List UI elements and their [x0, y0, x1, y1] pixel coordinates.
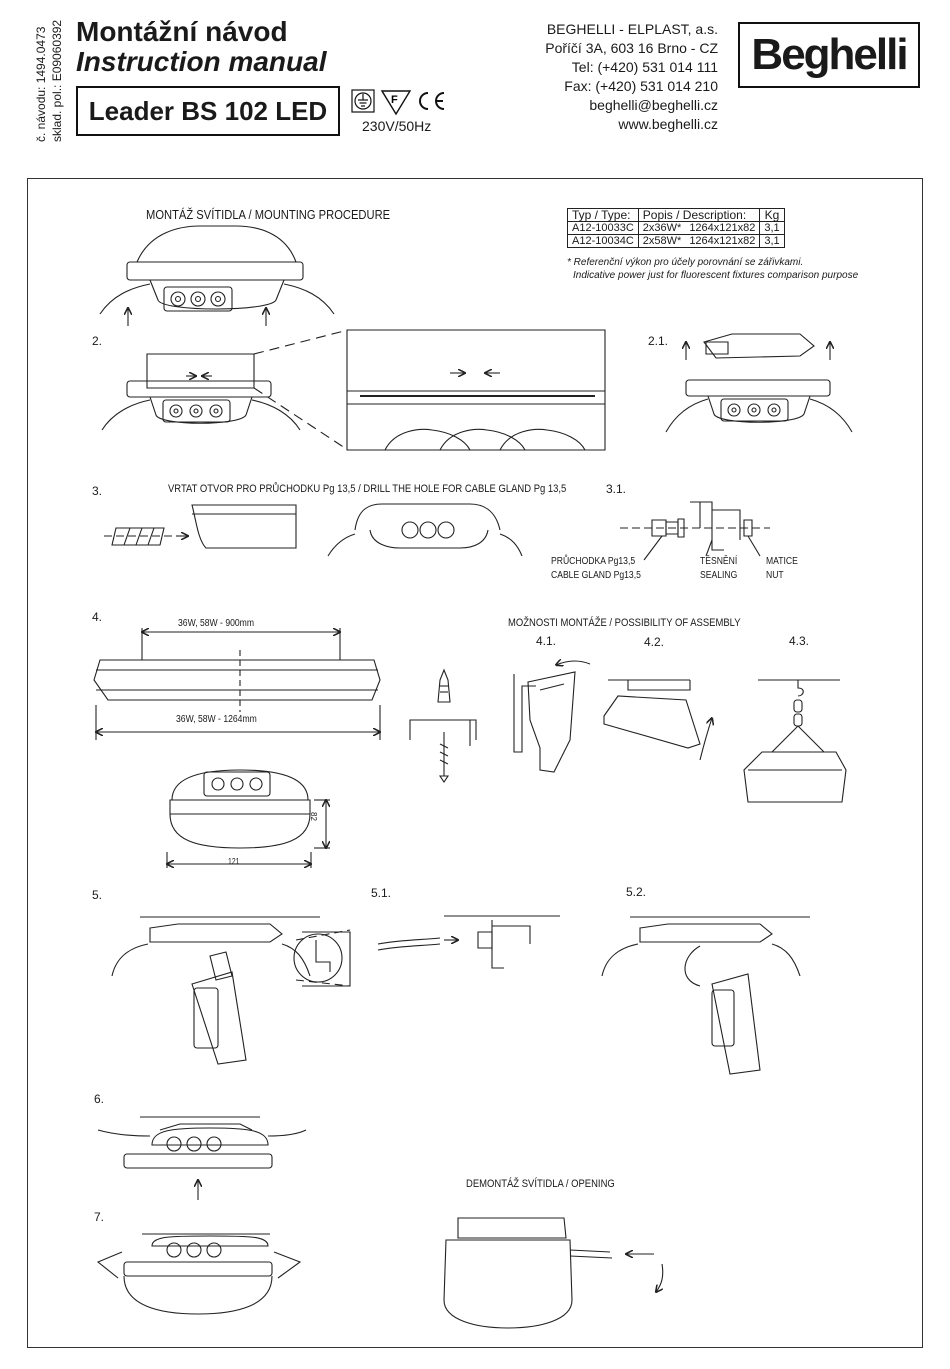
company-tel: Tel: (+420) 531 014 111	[571, 59, 718, 75]
sealing-label-cz: TĚSNĚNÍ	[700, 556, 738, 567]
table-row: A12-10034C 2x58W* 1264x121x82 3,1	[567, 234, 785, 248]
sealing-label-en: SEALING	[700, 570, 738, 581]
figure-opening	[444, 1218, 663, 1328]
table-row: A12-10033C 2x36W* 1264x121x82 3,1	[567, 221, 785, 235]
note-czech: * Referenční výkon pro účely porovnání s…	[567, 257, 804, 268]
step-3-1: 3.1.	[606, 482, 627, 496]
spec-table: Typ / Type: Popis / Description: Kg A12-…	[567, 208, 785, 248]
step-4-1: 4.1.	[536, 634, 557, 648]
step-5-1: 5.1.	[371, 886, 392, 900]
voltage-rating: 230V/50Hz	[362, 118, 432, 134]
company-contact: BEGHELLI - ELPLAST, a.s. Poříčí 3A, 603 …	[545, 20, 718, 134]
figure-step-5-1	[378, 916, 560, 968]
figure-step-5-2	[602, 917, 810, 1074]
note-english: Indicative power just for fluorescent fi…	[573, 270, 859, 281]
company-name: BEGHELLI - ELPLAST, a.s.	[546, 21, 718, 37]
figure-step-4-1	[514, 661, 590, 772]
figure-step-4-3	[744, 680, 846, 802]
figure-step-4-2	[604, 680, 712, 760]
figure-step-3	[104, 504, 522, 556]
ground-terminal-icon	[351, 89, 375, 113]
company-fax: Fax: (+420) 531 014 210	[564, 78, 718, 94]
figure-step-3-1	[620, 502, 770, 560]
title-czech: Montážní návod	[76, 16, 288, 47]
figure-step-4	[94, 628, 380, 740]
certification-marks: F	[351, 89, 445, 116]
step-7: 7.	[94, 1210, 105, 1224]
ce-mark-icon	[419, 92, 445, 110]
beghelli-logo: Beghelli	[738, 22, 920, 88]
dimension-900: 36W, 58W - 900mm	[178, 618, 254, 629]
terminal-circles	[171, 292, 225, 306]
dimension-1264: 36W, 58W - 1264mm	[176, 714, 257, 725]
company-address: Poříčí 3A, 603 16 Brno - CZ	[545, 40, 718, 56]
figure-step-2-1	[666, 334, 852, 432]
type-cell: A12-10034C	[567, 234, 639, 248]
step-2: 2.	[92, 334, 103, 348]
figure-step-5	[112, 917, 350, 1064]
opening-title: DEMONTÁŽ SVÍTIDLA / OPENING	[466, 1178, 615, 1190]
figure-mounting-overview	[100, 226, 334, 326]
figure-step-6	[98, 1117, 306, 1200]
mounting-title: MONTÁŽ SVÍTIDLA / MOUNTING PROCEDURE	[146, 207, 391, 222]
header-kg: Kg	[759, 208, 785, 222]
f-mark-icon: F	[380, 90, 412, 116]
company-email[interactable]: beghelli@beghelli.cz	[589, 97, 718, 113]
power-cell: 2x58W*	[637, 234, 686, 248]
company-web[interactable]: www.beghelli.cz	[618, 116, 718, 132]
step-4: 4.	[92, 610, 103, 624]
step-4-3: 4.3.	[789, 634, 810, 648]
step-6: 6.	[94, 1092, 105, 1106]
spec-header-row: Typ / Type: Popis / Description: Kg	[567, 208, 785, 222]
step-3-title: VRTAT OTVOR PRO PRŮCHODKU Pg 13,5 / DRIL…	[168, 483, 567, 495]
gland-label-cz: PRŮCHODKA Pg13,5	[551, 556, 636, 567]
instructions-frame	[27, 178, 923, 1348]
figure-step-2	[102, 330, 605, 450]
nut-label-cz: MATICE	[766, 556, 798, 567]
figure-step-4-section	[167, 770, 330, 868]
figure-fixing-screw	[410, 670, 476, 782]
weight-cell: 3,1	[759, 234, 785, 248]
power-cell: 2x36W*	[637, 221, 686, 235]
model-name: Leader BS 102 LED	[76, 86, 340, 136]
gland-label-en: CABLE GLAND Pg13,5	[551, 570, 641, 581]
title-english: Instruction manual	[76, 46, 327, 77]
power-note: * Referenční výkon pro účely porovnání s…	[567, 256, 858, 282]
dimension-cell: 1264x121x82	[685, 221, 761, 235]
nut-label-en: NUT	[766, 570, 784, 581]
svg-text:F: F	[391, 94, 398, 106]
step-5-2: 5.2.	[626, 885, 647, 899]
assembly-title: MOŽNOSTI MONTÁŽE / POSSIBILITY OF ASSEMB…	[508, 617, 741, 629]
header-description: Popis / Description:	[637, 208, 761, 222]
figure-step-7	[98, 1234, 300, 1314]
step-2-1: 2.1.	[648, 334, 669, 348]
step-5: 5.	[92, 888, 103, 902]
step-3: 3.	[92, 484, 103, 498]
dimension-cell: 1264x121x82	[685, 234, 761, 248]
step-4-2: 4.2.	[644, 635, 665, 649]
